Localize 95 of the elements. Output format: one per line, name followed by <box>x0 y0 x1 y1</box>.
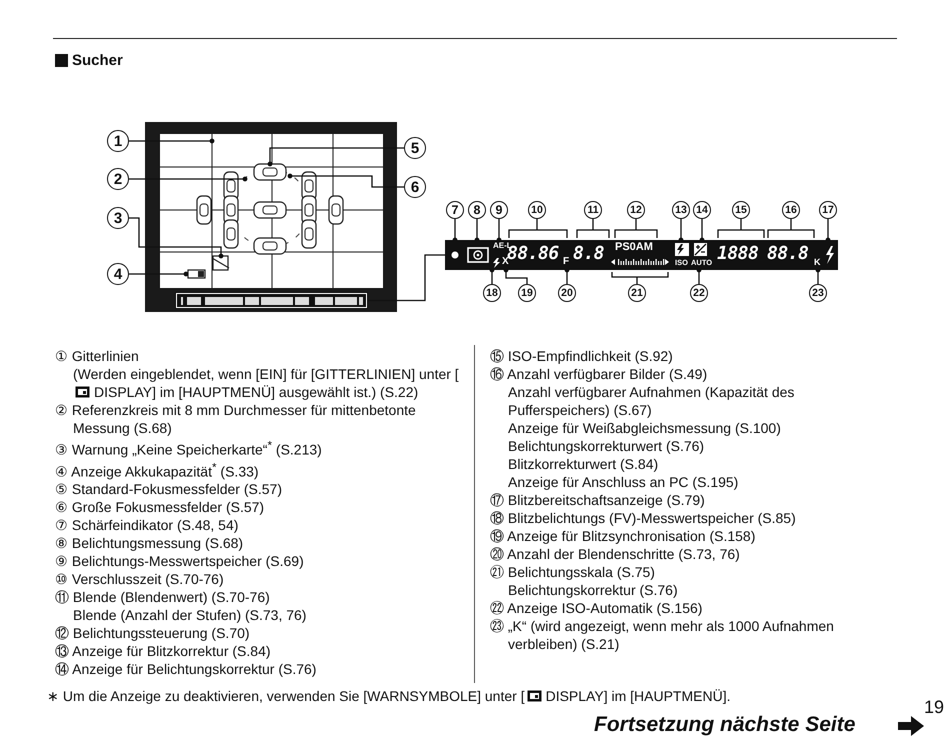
footnote-text: DISPLAY] im [HAUPTMENÜ]. <box>546 688 730 704</box>
leader-line <box>564 268 570 284</box>
callout-number: 12 <box>627 201 645 219</box>
description-text: ⑦ Schärfeindikator (S.48, 54) <box>55 516 240 534</box>
leader-line <box>700 219 704 242</box>
description-text: Anzeige für Anschluss an PC (S.195) <box>507 473 740 491</box>
callout-number: 15 <box>732 201 750 219</box>
description-text: ⑧ Belichtungsmessung (S.68) <box>55 534 244 552</box>
callout-number: 14 <box>693 201 711 219</box>
description-text: ⑱ Blitzbelichtungs (FV)-Messwertspeicher (S.85) <box>490 509 797 527</box>
description-text: Anzahl verfügbarer Aufnahmen (Kapazität des Pufferspeichers) (S.67) <box>507 383 796 419</box>
viewfinder-drawing <box>145 122 397 312</box>
lcd-display-strip <box>445 240 838 270</box>
description-text: ㉒ Anzeige ISO-Automatik (S.156) <box>490 599 704 617</box>
description-text: ⑤ Standard-Fokusmessfelder (S.57) <box>55 480 283 498</box>
callout-number: 2 <box>107 168 129 190</box>
lcd-digits: 88.86 <box>507 245 559 263</box>
description-text: ㉑ Belichtungsskala (S.75) <box>490 563 656 581</box>
description-text: Blende (Anzahl der Stufen) (S.73, 76) <box>72 606 308 624</box>
description-text: ⑨ Belichtungs-Messwertspeicher (S.69) <box>55 552 305 570</box>
description-text: ⑭ Anzeige für Belichtungskorrektur (S.76) <box>55 660 318 678</box>
leader-line <box>129 176 248 182</box>
description-text: ⑬ Anzeige für Blitzkorrektur (S.84) <box>55 642 272 660</box>
description-text: ④ Anzeige Akkukapazität$^{*}$ (S.33) <box>55 460 260 480</box>
callout-number: 10 <box>528 201 546 219</box>
description-text: Blitzkorrekturwert (S.84) <box>507 455 660 473</box>
continuation-note: Fortsetzung nächste Seite <box>594 713 856 737</box>
footnote-text: ∗ Um die Anzeige zu deaktivieren, verwenden Sie [WARNSYMBOLE] unter [ <box>47 688 525 704</box>
callout-number: 17 <box>819 201 837 219</box>
leader-line <box>452 219 458 242</box>
leader-line <box>611 271 669 285</box>
description-text: ① Gitterlinien <box>55 347 140 365</box>
lcd-digits: 88.8 <box>767 245 808 263</box>
lcd-text: F <box>563 257 570 267</box>
leader-line <box>496 219 502 242</box>
callout-number: 9 <box>490 201 508 219</box>
callout-number: 7 <box>446 201 464 219</box>
callout-number: 18 <box>483 284 501 302</box>
description-text: (Werden eingeblendet, wenn [EIN] für [GITTERLINIEN] unter [ <box>73 366 459 382</box>
callout-number: 20 <box>558 284 576 302</box>
description-text: Anzeige für Weißabgleichsmessung (S.100) <box>507 419 782 437</box>
leader-line <box>696 268 702 284</box>
leader-line <box>504 268 528 284</box>
description-text: ② Referenzkreis mit 8 mm Durchmesser für mittenbetonte Messung (S.68) <box>55 401 417 437</box>
callout-number: 21 <box>628 284 646 302</box>
callout-number: 1 <box>107 130 129 152</box>
callout-number: 11 <box>584 201 602 219</box>
description-text: ⑳ Anzahl der Blendenschritte (S.73, 76) <box>490 545 741 563</box>
lcd-display-strip <box>175 292 368 309</box>
leader-line <box>288 174 404 188</box>
description-text: ㉓ „K“ (wird angezeigt, wenn mehr als 1000 Aufnahmen verbleiben) (S.21) <box>490 617 835 653</box>
description-text: Belichtungskorrekturwert (S.76) <box>507 437 706 455</box>
lcd-text: PS0AM <box>615 242 653 253</box>
lcd-text: K <box>814 258 820 267</box>
leader-line <box>508 218 568 239</box>
description-text: ⑯ Anzahl verfügbarer Bilder (S.49) <box>490 365 708 383</box>
leader-line <box>576 218 610 239</box>
leader-line <box>268 147 404 166</box>
description-text: ⑥ Große Fokusmessfelder (S.57) <box>55 498 266 516</box>
description-text: ③ Warnung „Keine Speicherkarte“$^{*}$ (S.213) <box>55 438 323 459</box>
leader-line <box>826 219 830 242</box>
callout-number: 23 <box>809 284 827 302</box>
lcd-text: X <box>502 257 509 267</box>
leader-line <box>129 272 188 276</box>
description-text: ⑫ Belichtungssteuerung (S.70) <box>55 624 251 642</box>
description-text: DISPLAY] im [HAUPTMENÜ] ausgewählt ist.) (S.22) <box>94 384 418 400</box>
leader-line <box>614 218 658 239</box>
leader-line <box>474 219 480 242</box>
lcd-digits: 1888 <box>717 245 758 263</box>
description-text: ⑰ Blitzbereitschaftsanzeige (S.79) <box>490 491 706 509</box>
leader-line <box>717 218 765 239</box>
page-number: 19 <box>924 697 944 718</box>
description-text: ⑪ Blende (Blendenwert) (S.70-76) <box>55 588 271 606</box>
leader-line <box>816 268 820 284</box>
callout-number: 13 <box>672 201 690 219</box>
connector-line <box>368 254 445 302</box>
callout-number: 8 <box>468 201 486 219</box>
callout-number: 6 <box>404 176 426 198</box>
leader-line <box>767 218 815 239</box>
callout-number: 19 <box>518 284 536 302</box>
lcd-digits: 8.8 <box>573 245 604 263</box>
description-text: ⑮ ISO-Empfindlichkeit (S.92) <box>490 347 674 365</box>
leader-line <box>678 219 684 242</box>
section-title: Sucher <box>72 52 123 69</box>
callout-number: 5 <box>404 137 426 159</box>
leader-line <box>129 138 214 144</box>
leader-line <box>129 217 224 258</box>
description-text: Belichtungskorrektur (S.76) <box>507 581 679 599</box>
callout-number: 16 <box>782 201 800 219</box>
description-text: ⑲ Anzeige für Blitzsynchronisation (S.158) <box>490 527 756 545</box>
callout-number: 4 <box>107 263 129 285</box>
leader-line <box>490 268 494 284</box>
callout-number: 3 <box>107 207 129 229</box>
callout-number: 22 <box>690 284 708 302</box>
description-text: ⑩ Verschlusszeit (S.70-76) <box>55 570 225 588</box>
